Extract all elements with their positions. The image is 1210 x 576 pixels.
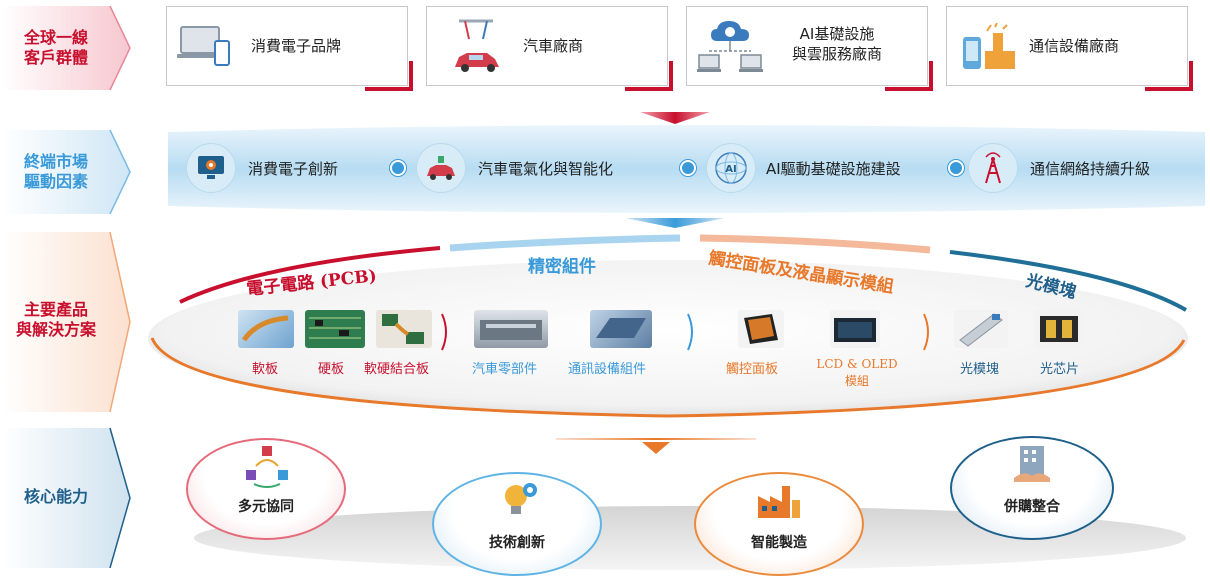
- chevron-shape: [2, 428, 131, 568]
- optical-chip-image: [1034, 310, 1084, 348]
- row-label-capabilities: 核心能力: [2, 428, 132, 568]
- capability-innovation: 技術創新: [432, 472, 602, 576]
- synergy-icon: [242, 444, 292, 492]
- customer-box-telecom: 通信設備廠商: [946, 6, 1193, 91]
- customer-label: 通信設備廠商: [1029, 37, 1120, 55]
- row-label-drivers-text: 終端市場驅動因素: [23, 152, 88, 191]
- capability-label: 智能製造: [751, 535, 807, 551]
- chevron-shape: [2, 130, 131, 214]
- row-label-customers-text: 全球一線客戶群體: [23, 28, 88, 67]
- capability-label: 技術創新: [489, 535, 545, 551]
- ai-globe-icon: AI: [706, 143, 756, 193]
- telecom-icon: [961, 22, 1017, 77]
- driver-label: 汽車電氣化與智能化: [478, 159, 614, 178]
- product-label: 光模塊: [960, 362, 1000, 377]
- row-label-customers: 全球一線客戶群體: [2, 6, 132, 90]
- customer-box-auto: 汽車廠商: [426, 6, 673, 91]
- driver-auto: 汽車電氣化與智能化: [416, 140, 613, 196]
- cloud-network-icon: [697, 15, 763, 83]
- capability-mna: 併購整合: [950, 436, 1114, 540]
- customer-box-ai: AI基礎設施與雲服務廠商: [686, 6, 933, 91]
- product-label: 光芯片: [1040, 362, 1080, 377]
- monitor-gear-icon: [186, 143, 236, 193]
- product-label: 硬板: [318, 362, 345, 377]
- laptop-phone-icon: [177, 21, 233, 75]
- corner-accent: [885, 61, 933, 91]
- group-bracket: [687, 313, 693, 351]
- product-label: 軟硬結合板: [364, 362, 430, 377]
- corner-accent: [625, 61, 673, 91]
- capability-synergy: 多元協同: [186, 438, 346, 540]
- driver-label: 通信網絡持續升級: [1030, 159, 1151, 178]
- comm-parts-image: [590, 310, 652, 348]
- svg-text:AI: AI: [725, 164, 736, 175]
- separator-dot: [948, 160, 964, 176]
- down-arrow-icon: [640, 112, 710, 124]
- row-label-products: 主要產品與解決方案: [2, 232, 132, 412]
- product-label: 汽車零部件: [472, 362, 538, 377]
- driver-telecom: 通信網絡持續升級: [968, 140, 1150, 196]
- rigid-flex-image: [376, 310, 432, 348]
- row-label-capabilities-text: 核心能力: [23, 487, 88, 506]
- lcd-oled-image: [830, 310, 880, 348]
- customer-label: 汽車廠商: [523, 37, 584, 55]
- rigid-pcb-image: [305, 310, 365, 348]
- row-label-drivers: 終端市場驅動因素: [2, 130, 132, 214]
- customer-box-consumer: 消費電子品牌: [166, 6, 413, 91]
- capability-label: 併購整合: [1004, 499, 1060, 515]
- down-arrow-icon: [556, 438, 756, 454]
- smart-car-icon: [416, 143, 466, 193]
- customer-label: 消費電子品牌: [251, 37, 342, 55]
- capability-label: 多元協同: [238, 499, 294, 515]
- down-arrow-icon: [625, 218, 725, 228]
- driver-label: 消費電子創新: [248, 159, 339, 178]
- driver-ai: AI AI驅動基礎設施建設: [706, 140, 901, 196]
- customer-label: AI基礎設施與雲服務廠商: [791, 25, 882, 63]
- product-label: 軟板: [252, 362, 279, 377]
- group-bracket: [923, 313, 929, 351]
- group-bracket: [441, 313, 447, 351]
- lightbulb-gear-icon: [496, 478, 542, 526]
- chevron-shape: [2, 232, 131, 412]
- products-ellipse: [148, 234, 1188, 418]
- corner-accent: [365, 61, 413, 91]
- 5g-tower-icon: [968, 143, 1018, 193]
- separator-dot: [680, 160, 696, 176]
- car-assembly-icon: [447, 17, 507, 81]
- row-label-products-text: 主要產品與解決方案: [15, 300, 96, 339]
- driver-label: AI驅動基礎設施建設: [766, 159, 901, 178]
- corner-accent: [1145, 61, 1193, 91]
- factory-icon: [756, 480, 802, 526]
- optical-module-image: [954, 310, 1008, 348]
- separator-dot: [390, 160, 406, 176]
- capability-manufacturing: 智能製造: [694, 472, 864, 576]
- fpc-image: [238, 310, 294, 348]
- chevron-shape: [2, 6, 131, 90]
- building-handshake-icon: [1010, 442, 1054, 490]
- touch-panel-image: [738, 310, 784, 348]
- product-label: 通訊設備組件: [568, 362, 647, 377]
- product-label: 觸控面板: [726, 362, 779, 377]
- category-precision: 精密組件: [528, 257, 596, 277]
- driver-consumer: 消費電子創新: [186, 140, 338, 196]
- auto-parts-image: [474, 310, 548, 348]
